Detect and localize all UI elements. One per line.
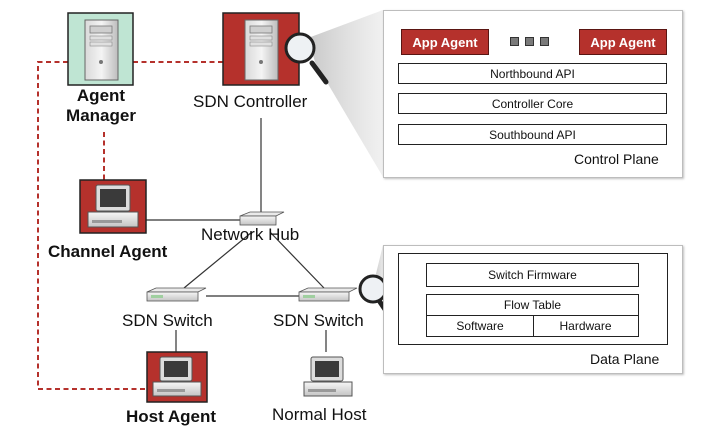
channel-agent-label: Channel Agent [48, 242, 168, 261]
server-tower-icon [244, 19, 279, 81]
desktop-computer-icon [152, 356, 202, 397]
switch-firmware-box: Switch Firmware [426, 263, 639, 287]
hub-switch-right-link [269, 231, 325, 289]
data-plane-label: Data Plane [590, 351, 660, 367]
magnifier-icon [284, 32, 329, 85]
ellipsis-square-icon [510, 37, 519, 46]
hub-switch-left-link [183, 231, 253, 289]
sdn-switch-left-icon [146, 287, 207, 302]
control-plane-label: Control Plane [574, 151, 659, 167]
host-agent-node [146, 351, 208, 403]
controller-zoom-cone [308, 10, 383, 177]
sdn-switch-left-label: SDN Switch [122, 311, 213, 330]
manager-host-link [37, 61, 147, 390]
network-links [146, 118, 327, 352]
software-cell: Software [427, 316, 534, 336]
sdn-controller-label: SDN Controller [193, 92, 308, 111]
agent-manager-node [67, 12, 134, 86]
northbound-api-box: Northbound API [398, 63, 667, 84]
host-agent-label: Host Agent [126, 407, 217, 426]
agent-management-links [37, 61, 223, 390]
app-agent-right-badge: App Agent [579, 29, 667, 55]
network-hub-label: Network Hub [201, 225, 300, 244]
flow-table-split-box: Software Hardware [426, 315, 639, 337]
server-tower-icon [84, 19, 119, 81]
southbound-api-box: Southbound API [398, 124, 667, 145]
flow-table-box: Flow Table [426, 294, 639, 316]
network-hub-icon [239, 211, 285, 226]
desktop-computer-icon [87, 184, 139, 228]
normal-host-icon [303, 356, 353, 397]
agent-manager-label: Agent Manager [66, 86, 136, 125]
ellipsis-square-icon [525, 37, 534, 46]
controller-core-box: Controller Core [398, 93, 667, 114]
app-agent-left-badge: App Agent [401, 29, 489, 55]
sdn-switch-right-icon [298, 287, 358, 302]
channel-agent-node [79, 179, 147, 234]
hardware-cell: Hardware [559, 319, 612, 333]
ellipsis-square-icon [540, 37, 549, 46]
normal-host-label: Normal Host [272, 405, 367, 424]
sdn-switch-right-label: SDN Switch [273, 311, 364, 330]
